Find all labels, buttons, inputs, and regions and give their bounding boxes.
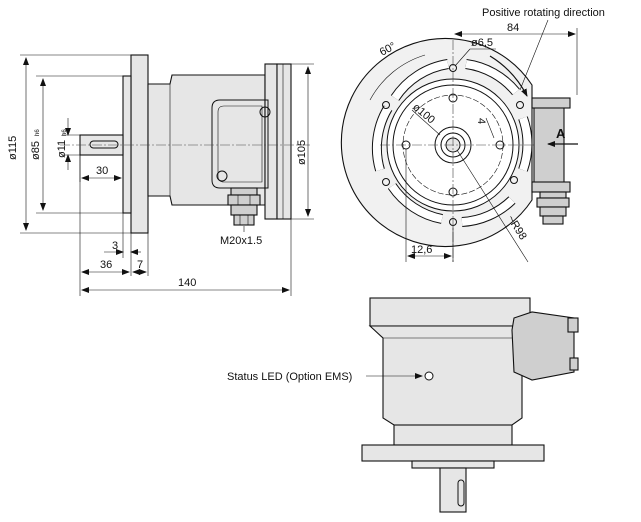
mounting-flange (130, 54, 149, 234)
screw-head (216, 170, 228, 182)
shaft-keyway (89, 140, 119, 149)
dim-dia-11: ø11 (56, 140, 68, 158)
cable-gland (227, 187, 261, 226)
rear-cap (276, 63, 292, 220)
dim-len-36: 36 (100, 259, 112, 271)
status-led-label: Status LED (Option EMS) (227, 371, 352, 383)
dim-len-3: 3 (112, 240, 118, 252)
top-cover (369, 297, 531, 327)
thread-label: M20x1.5 (220, 235, 262, 247)
side-terminal-box (533, 103, 565, 189)
dim-len-4: 4 (475, 118, 487, 124)
pilot (411, 460, 495, 469)
terminal-box (211, 99, 269, 189)
view-label-a: A (556, 126, 566, 141)
bottom-flange (361, 444, 545, 462)
status-led (424, 371, 434, 381)
side-view: ø115 ø85 h6 ø11 h6 ø105 30 3 36 (7, 54, 314, 296)
side-cable-gland (536, 191, 570, 225)
encoder-housing (147, 74, 266, 206)
dim-len-12-6: 12,6 (411, 244, 432, 256)
dim-dia-11-tolerance: h6 (62, 129, 68, 136)
collar (393, 424, 513, 446)
dim-len-84: 84 (507, 22, 519, 34)
rear-cover (264, 63, 278, 220)
dim-dia-6-5: ø6,5 (471, 37, 493, 49)
dim-dia-105: ø105 (296, 140, 308, 165)
centering-collar (122, 75, 132, 214)
dim-len-140: 140 (178, 277, 196, 289)
bottom-view: Status LED (Option EMS) (227, 297, 579, 513)
terminal-block (511, 311, 575, 381)
rotation-label: Positive rotating direction (482, 7, 605, 19)
housing-body (368, 325, 532, 426)
front-view: 60° ø6,5 ø100 4 84 Positive rotating dir… (340, 7, 605, 263)
dim-dia-115: ø115 (7, 136, 19, 160)
screw-head (259, 106, 271, 118)
bottom-shaft (439, 467, 467, 513)
dim-radius-98: ~R98 (504, 213, 528, 242)
dim-len-30: 30 (96, 165, 108, 177)
dim-len-7: 7 (137, 259, 143, 271)
dim-dia-85: ø85 (30, 141, 42, 160)
bolt-holes (382, 64, 524, 226)
dim-dia-85-tolerance: h6 (35, 129, 41, 136)
